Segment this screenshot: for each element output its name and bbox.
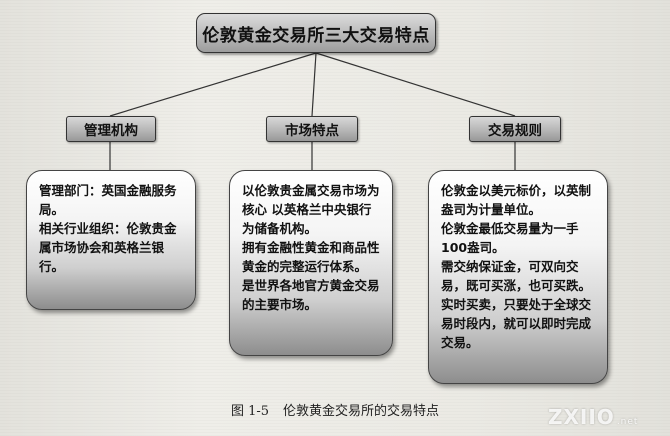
category-market: 市场特点 <box>266 116 358 142</box>
card-paragraph: 伦敦金最低交易量为一手100盎司。 <box>441 221 579 255</box>
card-trading: 伦敦金以美元标价，以英制盎司为计量单位。 伦敦金最低交易量为一手100盎司。 需… <box>428 170 608 384</box>
card-paragraph: 管理部门：英国金融服务局。 <box>39 183 177 217</box>
card-paragraph: 实时买卖，只要处于全球交易时段内，就可以即时完成交易。 <box>441 297 592 350</box>
connector-right <box>315 52 516 117</box>
card-paragraph: 伦敦金以美元标价，以英制盎司为计量单位。 <box>441 183 592 217</box>
site-watermark: ZXIIO.net <box>548 405 638 429</box>
connector-left <box>109 52 317 117</box>
card-paragraph: 相关行业组织：伦敦贵金属市场协会和英格兰银行。 <box>39 221 177 274</box>
card-paragraph: 需交纳保证金，可双向交易，既可买涨，也可买跌。 <box>441 259 592 293</box>
figure-caption: 图 1-5 伦敦黄金交易所的交易特点 <box>0 400 670 419</box>
diagram-title: 伦敦黄金交易所三大交易特点 <box>196 13 436 53</box>
figure-caption-text: 伦敦黄金交易所的交易特点 <box>283 404 440 419</box>
figure-number: 图 1-5 <box>230 404 270 419</box>
card-paragraph: 是世界各地官方黄金交易的主要市场。 <box>242 278 380 312</box>
watermark-text: ZXIIO <box>548 405 615 429</box>
card-paragraph: 拥有金融性黄金和商品性黄金的完整运行体系。 <box>242 240 380 274</box>
card-paragraph: 以伦敦贵金属交易市场为核心 以英格兰中央银行为储备机构。 <box>242 183 380 236</box>
card-management: 管理部门：英国金融服务局。 相关行业组织：伦敦贵金属市场协会和英格兰银行。 <box>26 170 196 310</box>
watermark-suffix: .net <box>616 417 639 427</box>
category-trading: 交易规则 <box>469 116 561 142</box>
card-market: 以伦敦贵金属交易市场为核心 以英格兰中央银行为储备机构。 拥有金融性黄金和商品性… <box>229 170 393 356</box>
category-management: 管理机构 <box>66 116 156 142</box>
connector-middle <box>311 52 317 117</box>
